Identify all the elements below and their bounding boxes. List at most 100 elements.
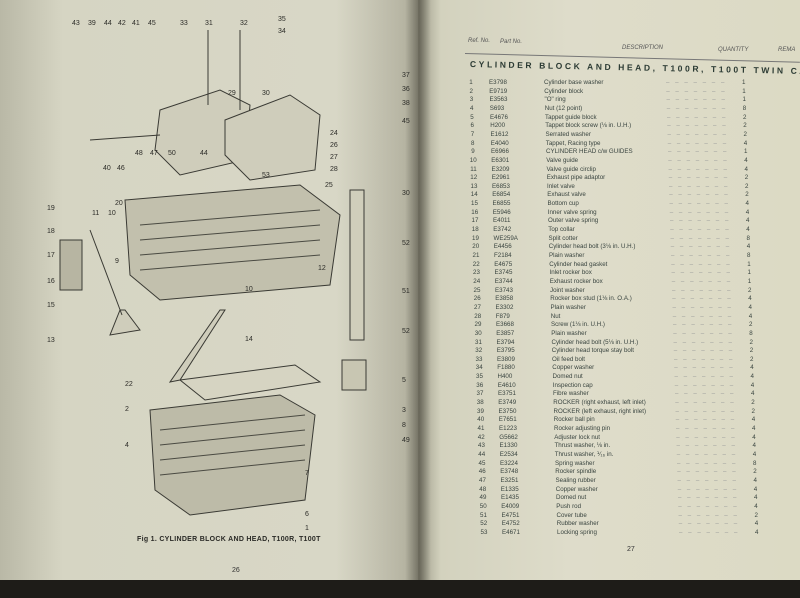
part-no: E3209 (491, 165, 510, 173)
part-no: E3795 (496, 347, 515, 355)
part-no: E3668 (496, 321, 514, 329)
callout-number: 26 (330, 142, 338, 149)
ref-no: 37 (476, 390, 484, 398)
ref-no: 6 (470, 122, 474, 130)
part-no: E6966 (491, 148, 509, 156)
leader-dots: – – – – – – – (674, 355, 735, 363)
tappet-block (341, 359, 367, 391)
description: Nut (550, 312, 561, 320)
description: Valve guide (546, 156, 579, 164)
part-no: E3302 (495, 303, 514, 311)
callout-number: 24 (330, 130, 338, 137)
ref-no: 32 (475, 347, 483, 355)
ref-no: 45 (478, 459, 486, 467)
leader-dots: – – – – – – – (666, 79, 727, 86)
quantity: 4 (745, 200, 749, 208)
callout-number: 10 (245, 286, 253, 293)
ref-no: 10 (469, 156, 477, 164)
description: Oil feed bolt (552, 355, 586, 363)
ref-no: 2 (469, 87, 473, 95)
ref-no: 24 (473, 277, 481, 285)
description: Rubber washer (556, 520, 599, 528)
callout-number: 11 (92, 210, 100, 217)
part-no: E3750 (498, 407, 517, 415)
leader-dots: – – – – – – – (670, 243, 732, 251)
description: Push rod (556, 502, 582, 510)
quantity: 4 (746, 217, 750, 225)
ref-no: 9 (471, 148, 475, 156)
part-no: G5662 (499, 433, 518, 441)
callout-number: 45 (148, 20, 156, 27)
callout-number: 22 (125, 381, 133, 388)
part-no: E1612 (490, 130, 509, 138)
ref-no: 39 (477, 407, 484, 415)
quantity: 4 (746, 226, 750, 234)
part-no: E6855 (492, 200, 511, 208)
description: Fibre washer (553, 390, 589, 398)
quantity: 2 (744, 174, 749, 182)
description: Valve guide circlip (546, 165, 596, 173)
part-no: F1880 (497, 364, 515, 372)
part-no: E3745 (494, 269, 513, 277)
description: Rocker spindle (555, 468, 597, 476)
leader-dots: – – – – – – – (669, 208, 731, 216)
callout-number: 17 (47, 252, 55, 259)
ref-no: 30 (474, 329, 482, 337)
callout-number: 44 (200, 150, 208, 157)
part-no: E2961 (491, 174, 510, 182)
callout-number: 39 (88, 20, 96, 27)
ref-no: 11 (470, 165, 477, 173)
part-no: E4751 (501, 511, 520, 519)
leader-dots: – – – – – – – (667, 130, 728, 138)
ref-no: 18 (471, 226, 479, 234)
part-no: E4671 (502, 528, 520, 536)
leader-dots: – – – – – – – (671, 277, 733, 285)
leader-dots: – – – – – – – (671, 269, 732, 277)
leader-dots: – – – – – – – (667, 139, 729, 147)
ref-no: 1 (469, 79, 473, 86)
leader-dots: – – – – – – – (674, 381, 736, 389)
description: Locking spring (557, 528, 597, 536)
ref-no: 44 (478, 450, 486, 458)
quantity: 2 (749, 338, 753, 346)
description: Plain washer (549, 252, 585, 259)
callout-number: 50 (168, 150, 176, 157)
ref-no: 21 (472, 252, 480, 259)
quantity: 4 (752, 442, 756, 450)
quantity: 2 (748, 286, 752, 294)
description: Outer valve spring (548, 217, 599, 225)
part-no: E4676 (490, 113, 508, 121)
leader-dots: – – – – – – – (672, 286, 733, 294)
part-no: WE259A (493, 234, 518, 242)
callout-number: 10 (108, 210, 116, 217)
quantity: 4 (744, 156, 748, 164)
part-no: E1335 (500, 485, 519, 493)
part-no: E5946 (492, 208, 511, 216)
callout-number: 14 (245, 336, 253, 343)
quantity: 4 (748, 312, 753, 320)
part-no: E3751 (498, 390, 516, 398)
leader-dots: – – – – – – – (676, 433, 737, 441)
ref-no: 4 (470, 104, 474, 112)
description: Adjuster lock nut (554, 433, 600, 441)
leader-dots: – – – – – – – (678, 511, 739, 519)
part-no: E3743 (495, 286, 513, 294)
quantity: 2 (743, 113, 747, 121)
leader-dots: – – – – – – – (670, 234, 731, 242)
leader-dots: – – – – – – – (668, 174, 730, 182)
quantity: 1 (747, 260, 751, 268)
leader-dots: – – – – – – – (674, 373, 735, 381)
